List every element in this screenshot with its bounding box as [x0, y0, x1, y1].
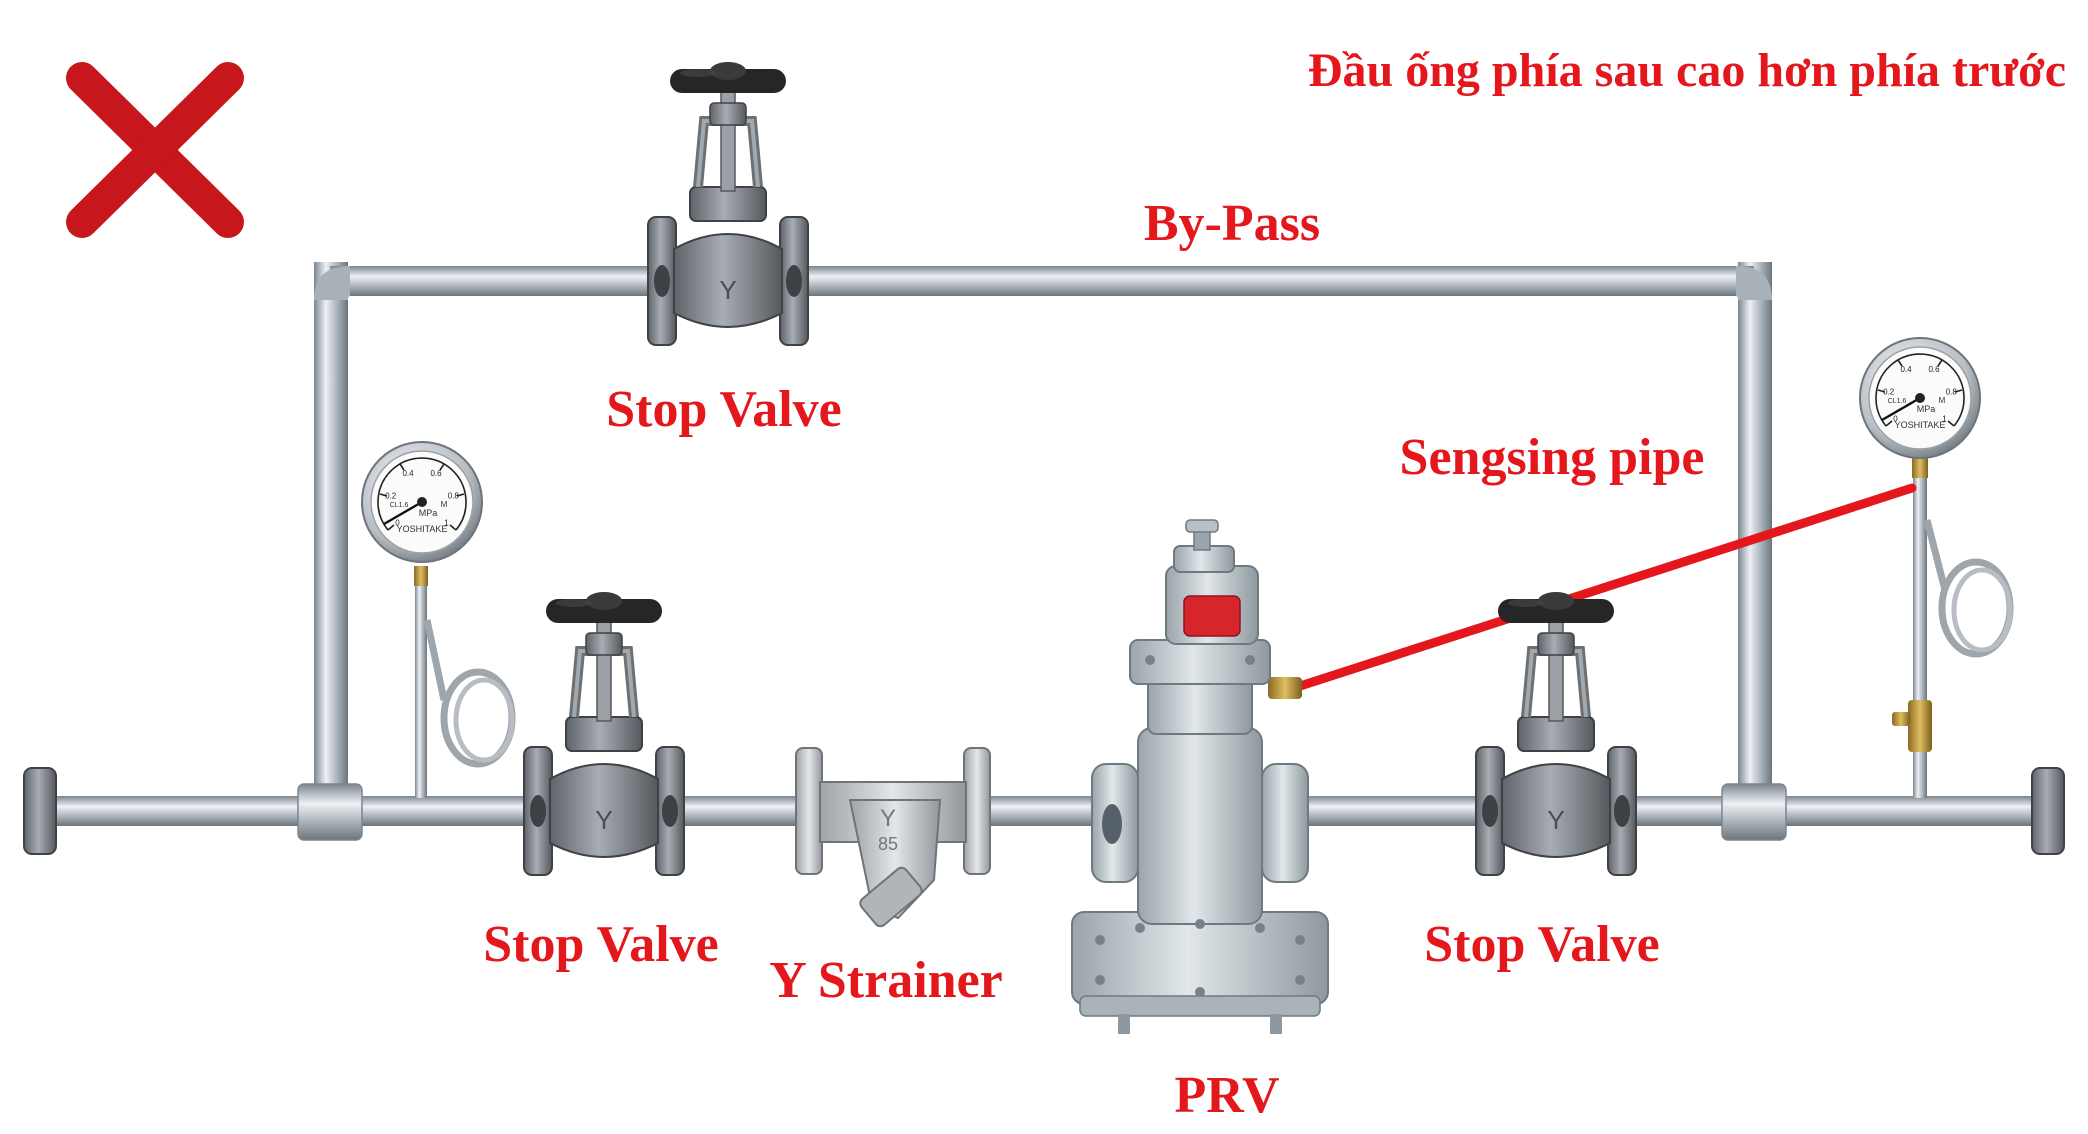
strainer-mark-text: Y	[880, 805, 896, 832]
bypass-label: By-Pass	[1144, 195, 1320, 252]
main-pipe	[40, 783, 2050, 841]
bypass-stop-valve	[648, 62, 808, 345]
gauge-tick-label: 0.8	[448, 491, 460, 500]
inlet-stop-valve-label: Stop Valve	[483, 916, 719, 973]
gauge-tick-label: 0.2	[1883, 387, 1895, 396]
inlet-flange	[23, 767, 57, 855]
gauge-tick-label: 0.8	[1946, 387, 1958, 396]
strainer-number-text: 85	[878, 834, 898, 854]
outlet-pressure-gauge: YOSHITAKE MPa CL1.6 M 0 0.2 0.4 0.6 0.8 1	[1858, 336, 2010, 798]
page-title: Đầu ống phía sau cao hơn phía trước	[1308, 44, 2066, 97]
pressure-reducing-valve	[1071, 519, 1329, 1034]
inlet-pressure-gauge: YOSHITAKE MPa CL1.6 M 0 0.2 0.4 0.6 0.8 1	[360, 440, 512, 798]
gauge-tick-label: 0.4	[402, 469, 414, 478]
cross-mark-icon	[66, 62, 244, 238]
gauge-tick-label: 0.6	[1928, 365, 1940, 374]
sensing-pipe-label: Sengsing pipe	[1400, 429, 1705, 486]
gauge-tick-label: 0.4	[1900, 365, 1912, 374]
gauge-class-text: CL1.6	[390, 502, 409, 509]
gauge-tick-label: 0.2	[385, 491, 397, 500]
gauge-unit-text: MPa	[419, 508, 438, 518]
gauge-unit-text-outlet: MPa	[1917, 404, 1936, 414]
gauge-brand-text-outlet: YOSHITAKE	[1895, 420, 1946, 430]
gauge-brand-text: YOSHITAKE	[397, 524, 448, 534]
sensing-pipe-line	[1268, 483, 1917, 699]
bypass-stop-valve-label: Stop Valve	[606, 381, 842, 438]
gauge-tick-label: 1	[1942, 415, 1947, 424]
outlet-stop-valve-label: Stop Valve	[1424, 916, 1660, 973]
gauge-class-text-outlet: CL1.6	[1888, 398, 1907, 405]
outlet-flange	[2031, 767, 2065, 855]
outlet-stop-valve	[1476, 592, 1636, 875]
gauge-tick-label: 0	[1893, 415, 1898, 424]
inlet-stop-valve	[524, 592, 684, 875]
y-strainer: Y 85	[795, 747, 991, 928]
gauge-mark-text-outlet: M	[1939, 396, 1946, 405]
bypass-pipe	[314, 262, 1772, 804]
gauge-tick-label: 0	[395, 519, 400, 528]
prv-label: PRV	[1174, 1067, 1279, 1124]
gauge-tick-label: 0.6	[430, 469, 442, 478]
gauge-tick-label: 1	[444, 519, 449, 528]
gauge-mark-text: M	[441, 500, 448, 509]
y-strainer-label: Y Strainer	[769, 952, 1002, 1009]
